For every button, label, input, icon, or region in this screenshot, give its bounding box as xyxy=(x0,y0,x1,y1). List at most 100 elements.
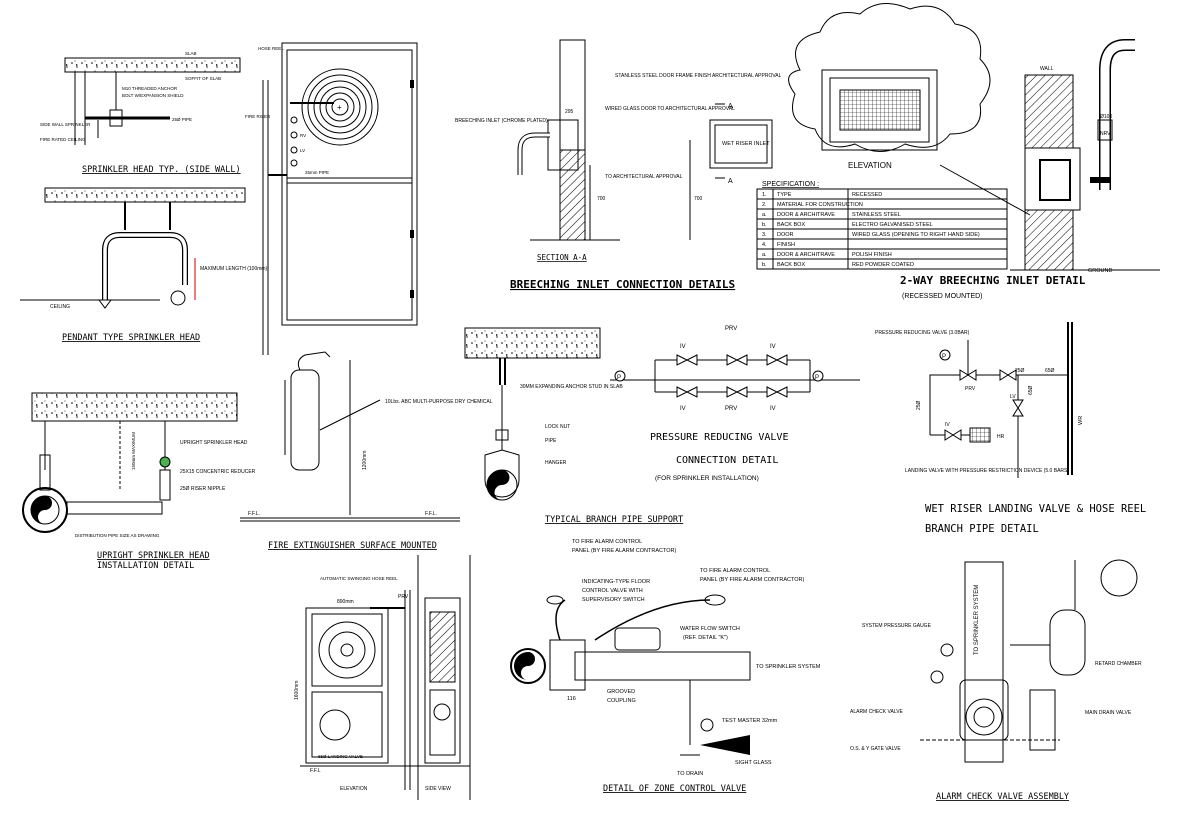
spec-cell: 2. xyxy=(762,202,767,208)
section-label: BREECHING INLET (CHROME PLATED) xyxy=(455,118,548,124)
support-label: HANGER xyxy=(545,460,567,466)
prv-label: PRV xyxy=(725,406,737,412)
landing-label: PRV xyxy=(965,386,976,392)
elevation-title: ELEVATION xyxy=(848,161,892,170)
side-wall-label: SOFFIT OF SLAB xyxy=(185,76,221,81)
alarm-label: TO SPRINKLER SYSTEM xyxy=(974,585,980,655)
elev-label: 1600mm xyxy=(294,681,300,700)
support-title: TYPICAL BRANCH PIPE SUPPORT xyxy=(545,515,683,525)
alarm-label: ALARM CHECK VALVE xyxy=(850,709,904,715)
hose-reel-elevation: ELEVATION SIDE VIEW F.F.L AUTOMATIC SWIN… xyxy=(294,555,471,800)
spec-cell: WIRED GLASS (OPENING TO RIGHT HAND SIDE) xyxy=(852,232,980,238)
section-label: 700 xyxy=(694,196,703,202)
breeching-section: BREECHING INLET (CHROME PLATED) WIRED GL… xyxy=(455,39,735,262)
alarm-label: O.S. & Y GATE VALVE xyxy=(850,746,901,752)
two-way-label: NRV xyxy=(1100,131,1111,137)
spec-cell: 4. xyxy=(762,242,767,248)
section-label: 700 xyxy=(597,196,606,202)
front-label: STANLESS STEEL DOOR FRAME FINISH ARCHITE… xyxy=(615,73,782,79)
spec-cell: ELECTRO GALVANISED STEEL xyxy=(852,222,933,228)
pendant-sprinkler-detail: MAXIMUM LENGTH (100mm) CEILING PENDANT T… xyxy=(20,187,268,343)
spec-cell: a. xyxy=(762,212,767,218)
zone-label: TEST MASTER 32mm xyxy=(722,718,778,724)
zone-label: SIGHT GLASS xyxy=(735,760,772,766)
spec-cell: DOOR xyxy=(777,232,794,238)
alarm-title: ALARM CHECK VALVE ASSEMBLY xyxy=(936,792,1069,802)
prv-label: IV xyxy=(680,344,686,350)
sprinkler-side-wall-detail: SLAB SOFFIT OF SLAB M10 THREADED ANCHOR … xyxy=(40,51,241,175)
elevation-cloud: ELEVATION xyxy=(788,3,1031,216)
landing-label: 25Ø xyxy=(916,400,922,410)
prv-title-2: CONNECTION DETAIL xyxy=(676,455,778,466)
spec-cell: TYPE xyxy=(777,192,792,198)
prv-label: IV xyxy=(770,344,776,350)
zone-label: SUPERVISORY SWITCH xyxy=(582,597,645,603)
side-wall-label: FIRE RATED CEILING xyxy=(40,137,86,142)
side-wall-label: SIDE WALL SPRINKLER xyxy=(40,122,91,127)
alarm-label: SYSTEM PRESSURE GAUGE xyxy=(862,623,932,629)
two-way-title: 2-WAY BREECHING INLET DETAIL xyxy=(900,274,1086,287)
landing-label: PRESSURE REDUCING VALVE (3.0BAR) xyxy=(875,330,970,336)
side-wall-label: 25Ø PIPE xyxy=(172,117,192,122)
cabinet-label: HOSE REEL xyxy=(258,46,284,51)
side-wall-label: BOLT W/EXPANSION SHIELD xyxy=(122,93,184,98)
landing-label: 65Ø xyxy=(1028,385,1034,395)
two-way-label: GROUND xyxy=(1088,268,1112,274)
spec-cell: b. xyxy=(762,222,767,228)
prv-label: IV xyxy=(680,406,686,412)
landing-title-2: BRANCH PIPE DETAIL xyxy=(925,523,1039,535)
spec-cell: BACK BOX xyxy=(777,262,805,268)
spec-cell: DOOR & ARCHITRAVE xyxy=(777,212,835,218)
zone-label: INDICATING-TYPE FLOOR xyxy=(582,579,650,585)
spec-cell: STAINLESS STEEL xyxy=(852,212,901,218)
upright-label: 150mm MAXIMUM xyxy=(131,432,136,470)
spec-cell: DOOR & ARCHITRAVE xyxy=(777,252,835,258)
zone-label: CONTROL VALVE WITH xyxy=(582,588,643,594)
spec-cell: BACK BOX xyxy=(777,222,805,228)
zone-label: PANEL (BY FIRE ALARM CONTRACTOR) xyxy=(700,577,804,583)
zone-label: 116 xyxy=(567,696,576,702)
landing-label: HR xyxy=(997,434,1005,440)
pendant-label: MAXIMUM LENGTH (100mm) xyxy=(200,266,268,272)
alarm-label: MAIN DRAIN VALVE xyxy=(1085,710,1132,716)
elev-label: SIDE VIEW xyxy=(425,786,451,792)
spec-cell: RECESSED xyxy=(852,192,882,198)
upright-sprinkler-detail: UPRIGHT SPRINKLER HEAD 25X15 CONCENTRIC … xyxy=(22,392,256,571)
breeching-front-view: STANLESS STEEL DOOR FRAME FINISH ARCHITE… xyxy=(615,73,782,185)
two-way-label: WALL xyxy=(1040,66,1054,72)
support-label: LOCK NUT xyxy=(545,424,570,430)
landing-label: LANDING VALVE WITH PRESSURE RESTRICTION … xyxy=(905,468,1069,474)
section-title: SECTION A-A xyxy=(537,253,587,262)
two-way-subtitle: (RECESSED MOUNTED) xyxy=(902,293,983,300)
zone-control-valve: TO FIRE ALARM CONTROL PANEL (BY FIRE ALA… xyxy=(510,539,821,794)
prv-detail: PRV PRV IV IV IV IV P P PRESSURE REDUCIN… xyxy=(610,326,860,482)
side-wall-label: SLAB xyxy=(185,51,197,56)
spec-cell: b. xyxy=(762,262,767,268)
prv-label: IV xyxy=(770,406,776,412)
section-label: 295 xyxy=(565,109,574,115)
section-label: TO ARCHITECTURAL APPROVAL xyxy=(605,174,683,180)
pendant-label: CEILING xyxy=(50,304,70,310)
landing-label: P xyxy=(942,354,946,360)
spec-cell: 3. xyxy=(762,232,767,238)
support-label: 30MM EXPANDING ANCHOR STUD IN SLAB xyxy=(520,384,623,390)
extinguisher-label: F.F.L. xyxy=(248,511,260,517)
zone-label: TO DRAIN xyxy=(677,771,703,777)
cabinet-label: LV xyxy=(300,148,305,153)
spec-cell: POLISH FINISH xyxy=(852,252,892,258)
prv-label: P xyxy=(617,375,621,381)
extinguisher-label: 1200mm xyxy=(362,451,368,470)
zone-label: TO FIRE ALARM CONTROL xyxy=(700,568,770,574)
upright-title: UPRIGHT SPRINKLER HEAD xyxy=(97,551,210,561)
prv-label: P xyxy=(815,375,819,381)
alarm-label: RETARD CHAMBER xyxy=(1095,661,1142,667)
extinguisher-title: FIRE EXTINGUISHER SURFACE MOUNTED xyxy=(268,541,437,551)
upright-label: 25X15 CONCENTRIC REDUCER xyxy=(180,469,256,475)
extinguisher-label: F.F.L. xyxy=(425,511,437,517)
zone-label: WATER FLOW SWITCH xyxy=(680,626,740,632)
upright-label: 25Ø RISER NIPPLE xyxy=(180,486,226,492)
branch-pipe-support: 30MM EXPANDING ANCHOR STUD IN SLAB LOCK … xyxy=(464,327,683,525)
zone-label: GROOVED xyxy=(607,689,635,695)
landing-label: WR xyxy=(1078,416,1084,425)
